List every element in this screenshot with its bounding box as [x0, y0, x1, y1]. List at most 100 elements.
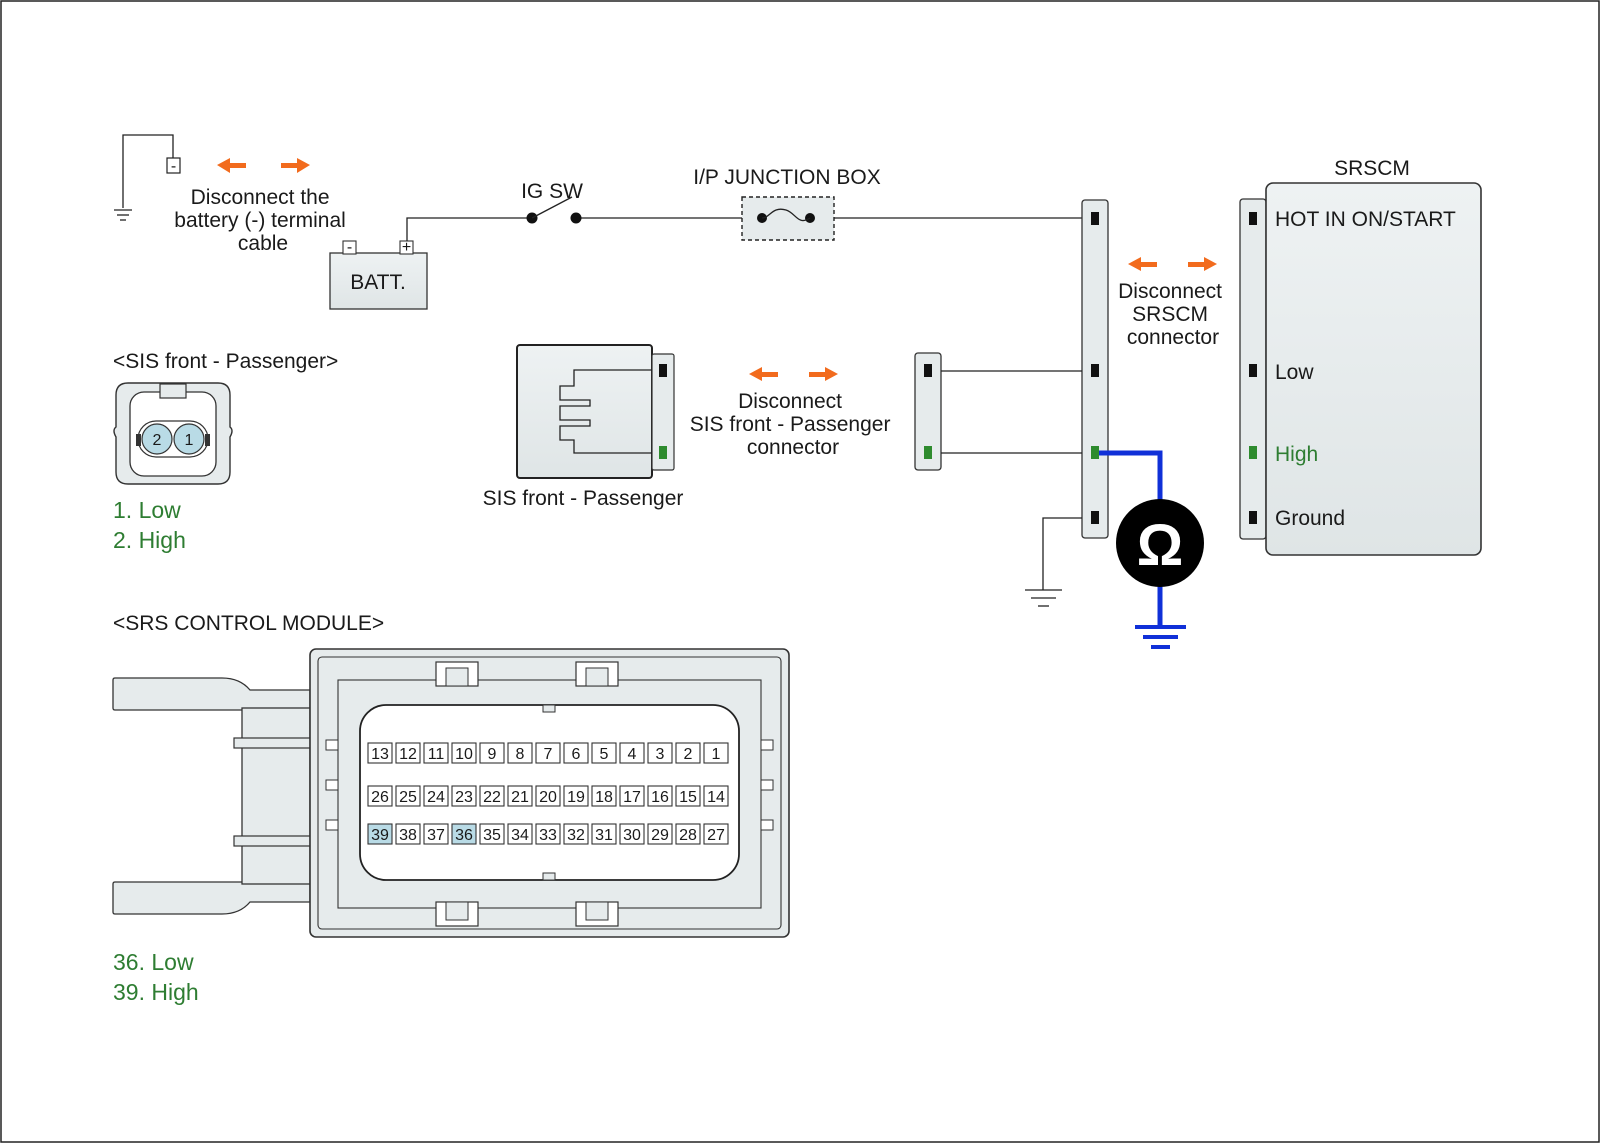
squib-element-icon [559, 369, 652, 454]
sis-component-label: SIS front - Passenger [483, 487, 684, 510]
srs-pin-1: 1 [703, 742, 729, 764]
srs-pin-label: 1 [712, 746, 721, 763]
srs-pin-22: 22 [479, 785, 505, 807]
ig-switch-label: IG SW [521, 180, 583, 203]
srs-pin-28: 28 [675, 823, 701, 845]
srs-pin-label: 29 [651, 827, 669, 844]
battery-disconnect-line-3: cable [238, 232, 288, 255]
srs-pin-23: 23 [451, 785, 477, 807]
srs-pin-label: 17 [623, 789, 641, 806]
srs-pin-label: 10 [455, 746, 473, 763]
srs-pin-2: 2 [675, 742, 701, 764]
srs-pin-label: 37 [427, 827, 445, 844]
srs-pin-10: 10 [451, 742, 477, 764]
srscm-harness-connector [1081, 199, 1109, 539]
srs-pin-label: 15 [679, 789, 697, 806]
srs-pin-38: 38 [395, 823, 421, 845]
srs-pin-7: 7 [535, 742, 561, 764]
srs-pin-label: 4 [628, 746, 637, 763]
srs-pin-11: 11 [423, 742, 449, 764]
srs-pin-label: 11 [428, 746, 445, 763]
srs-pin-18: 18 [591, 785, 617, 807]
srs-pin-33: 33 [535, 823, 561, 845]
sis-legend-low: 1. Low [113, 497, 181, 523]
srs-pin-label: 36 [455, 827, 473, 844]
srs-pin-label: 18 [595, 789, 613, 806]
srs-pin-label: 16 [651, 789, 669, 806]
srs-pin-6: 6 [563, 742, 589, 764]
negative-terminal-icon: - [166, 157, 181, 175]
srs-pin-label: 23 [455, 789, 473, 806]
srs-pin-25: 25 [395, 785, 421, 807]
srs-pin-label: 2 [684, 746, 693, 763]
srs-pin-27: 27 [703, 823, 729, 845]
srs-pin-3: 3 [647, 742, 673, 764]
battery: - + BATT. [329, 239, 428, 310]
junction-box-label: I/P JUNCTION BOX [693, 166, 880, 189]
srs-pin-8: 8 [507, 742, 533, 764]
srs-pin-17: 17 [619, 785, 645, 807]
fuse-icon [761, 208, 811, 222]
srs-pin-31: 31 [591, 823, 617, 845]
battery-ground-wire [114, 134, 174, 221]
srs-pin-label: 24 [427, 789, 445, 806]
srs-pin-label: 38 [399, 827, 417, 844]
srs-legend-low: 36. Low [113, 949, 194, 975]
sis-front-passenger-component: SIS front - Passenger [483, 344, 684, 510]
sis-legend-high: 2. High [113, 527, 186, 553]
srs-pin-21: 21 [507, 785, 533, 807]
ohmmeter: Ω [1099, 450, 1204, 649]
srs-pin-label: 21 [511, 789, 529, 806]
srs-pin-label: 6 [572, 746, 581, 763]
srscm-module: SRSCM HOT IN ON/START Low High Ground [1239, 157, 1482, 556]
srs-pin-label: 20 [539, 789, 557, 806]
srscm-pin-hot-label: HOT IN ON/START [1275, 208, 1456, 231]
srs-pin-label: 34 [511, 827, 529, 844]
srs-pin-label: 35 [483, 827, 501, 844]
srs-pin-label: 14 [707, 789, 725, 806]
srs-pin-label: 32 [567, 827, 585, 844]
srs-pin-label: 25 [399, 789, 417, 806]
sis-pin-1: 1 [185, 432, 194, 449]
srs-pin-29: 29 [647, 823, 673, 845]
battery-label: BATT. [350, 271, 406, 294]
sis-connector-face: 2 1 [113, 382, 233, 485]
srs-pin-37: 37 [423, 823, 449, 845]
srscm-pin-low-label: Low [1275, 361, 1314, 384]
srs-module-title: <SRS CONTROL MODULE> [113, 612, 384, 635]
sis-disconnect-label: Disconnect SIS front - Passenger connect… [690, 390, 897, 459]
battery-neg-symbol: - [347, 239, 352, 256]
battery-disconnect-line-1: Disconnect the [191, 186, 330, 209]
srs-pin-label: 39 [371, 827, 389, 844]
sis-disconnect-line-3: connector [747, 436, 839, 459]
srs-pin-4: 4 [619, 742, 645, 764]
disconnect-arrow-icon [217, 158, 310, 173]
srs-pin-label: 9 [488, 746, 497, 763]
srs-pin-19: 19 [563, 785, 589, 807]
srscm-pin-ground-label: Ground [1275, 507, 1345, 530]
srs-pin-14: 14 [703, 785, 729, 807]
sis-wires [941, 370, 1082, 454]
srs-pin-label: 30 [623, 827, 641, 844]
junction-box: I/P JUNCTION BOX [693, 166, 881, 241]
srs-pin-label: 28 [679, 827, 697, 844]
srscm-disconnect-line-2: SRSCM [1132, 303, 1208, 326]
ohmmeter-icon: Ω [1137, 513, 1184, 578]
disconnect-arrow-icon [1128, 257, 1217, 271]
srs-pin-12: 12 [395, 742, 421, 764]
sis-harness-connector [914, 352, 942, 471]
srs-pin-26: 26 [367, 785, 393, 807]
srs-pin-34: 34 [507, 823, 533, 845]
sis-disconnect-line-2: SIS front - Passenger [690, 413, 891, 436]
sis-disconnect-line-1: Disconnect [738, 390, 842, 413]
chassis-ground-icon [1025, 517, 1082, 607]
power-feed-wire [406, 217, 1082, 241]
srs-pin-15: 15 [675, 785, 701, 807]
negative-terminal-symbol: - [171, 158, 176, 175]
srs-pin-label: 31 [595, 827, 613, 844]
srscm-disconnect-line-1: Disconnect [1118, 280, 1222, 303]
srscm-pin-high-label: High [1275, 443, 1318, 466]
